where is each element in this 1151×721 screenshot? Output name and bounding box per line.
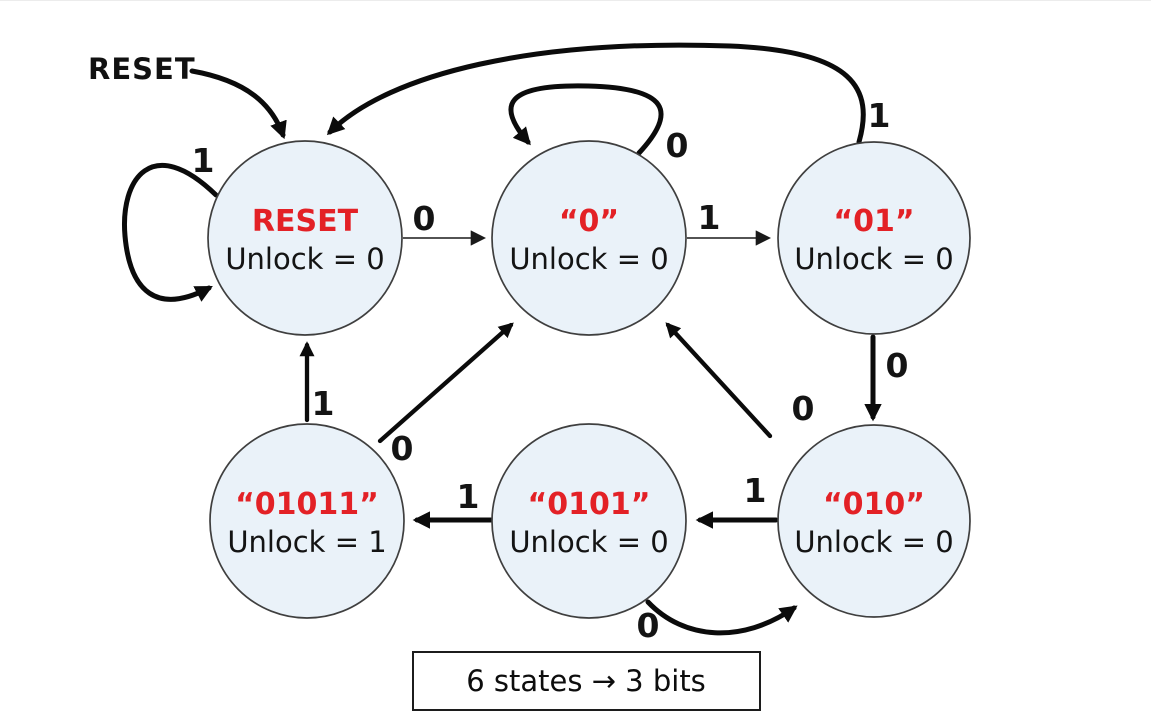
caption-text: 6 states → 3 bits xyxy=(466,664,706,698)
edge-label-01011-to-0: 0 xyxy=(391,429,414,468)
state-0101: “0101” Unlock = 0 xyxy=(491,423,687,619)
state-0101-circle xyxy=(491,423,687,619)
state-010-output: Unlock = 0 xyxy=(794,525,953,559)
state-010: “010” Unlock = 0 xyxy=(777,424,971,618)
edge-01-to-reset xyxy=(326,42,866,145)
state-reset-name: RESET xyxy=(252,204,359,239)
edge-label-01-to-010: 0 xyxy=(886,346,909,385)
edge-label-reset-self-loop: 1 xyxy=(192,141,215,180)
state-01-output: Unlock = 0 xyxy=(794,242,953,276)
edge-01011-to-0 xyxy=(377,322,514,444)
edge-0-self-loop xyxy=(508,83,664,156)
edge-label-0101-to-01011: 1 xyxy=(457,477,480,516)
edge-label-010-to-0101: 1 xyxy=(744,471,767,510)
edge-label-0101-to-010: 0 xyxy=(637,606,660,645)
state-reset: RESET Unlock = 0 xyxy=(207,140,403,336)
edge-label-0-self-loop: 0 xyxy=(666,126,689,165)
state-01-circle xyxy=(777,141,971,335)
edge-label-0-to-01: 1 xyxy=(698,198,721,237)
edge-0101-to-010 xyxy=(645,599,798,636)
caption: 6 states → 3 bits xyxy=(412,651,761,711)
edge-label-010-to-0: 0 xyxy=(792,389,815,428)
state-0: “0” Unlock = 0 xyxy=(491,140,687,336)
edge-label-01-to-reset: 1 xyxy=(868,96,891,135)
state-0-name: “0” xyxy=(559,204,619,239)
state-reset-output: Unlock = 0 xyxy=(225,242,384,276)
state-01011-name: “01011” xyxy=(235,487,379,522)
state-reset-circle xyxy=(207,140,403,336)
state-01011-output: Unlock = 1 xyxy=(227,525,386,559)
state-0-circle xyxy=(491,140,687,336)
state-01: “01” Unlock = 0 xyxy=(777,141,971,335)
state-010-name: “010” xyxy=(823,487,925,522)
edge-label-reset-to-0: 0 xyxy=(413,199,436,238)
state-01011: “01011” Unlock = 1 xyxy=(209,423,405,619)
state-0101-output: Unlock = 0 xyxy=(509,525,668,559)
edge-010-to-0 xyxy=(665,322,773,439)
edge-label-01011-to-reset: 1 xyxy=(312,384,335,423)
caption-box xyxy=(412,651,761,711)
state-01-name: “01” xyxy=(833,204,914,239)
state-010-circle xyxy=(777,424,971,618)
edge-reset-signal-entry xyxy=(189,68,287,140)
state-01011-circle xyxy=(209,423,405,619)
state-0101-name: “0101” xyxy=(528,487,651,522)
state-0-output: Unlock = 0 xyxy=(509,242,668,276)
reset-signal-label: RESET xyxy=(88,52,196,86)
edge-reset-self-loop xyxy=(121,162,219,302)
